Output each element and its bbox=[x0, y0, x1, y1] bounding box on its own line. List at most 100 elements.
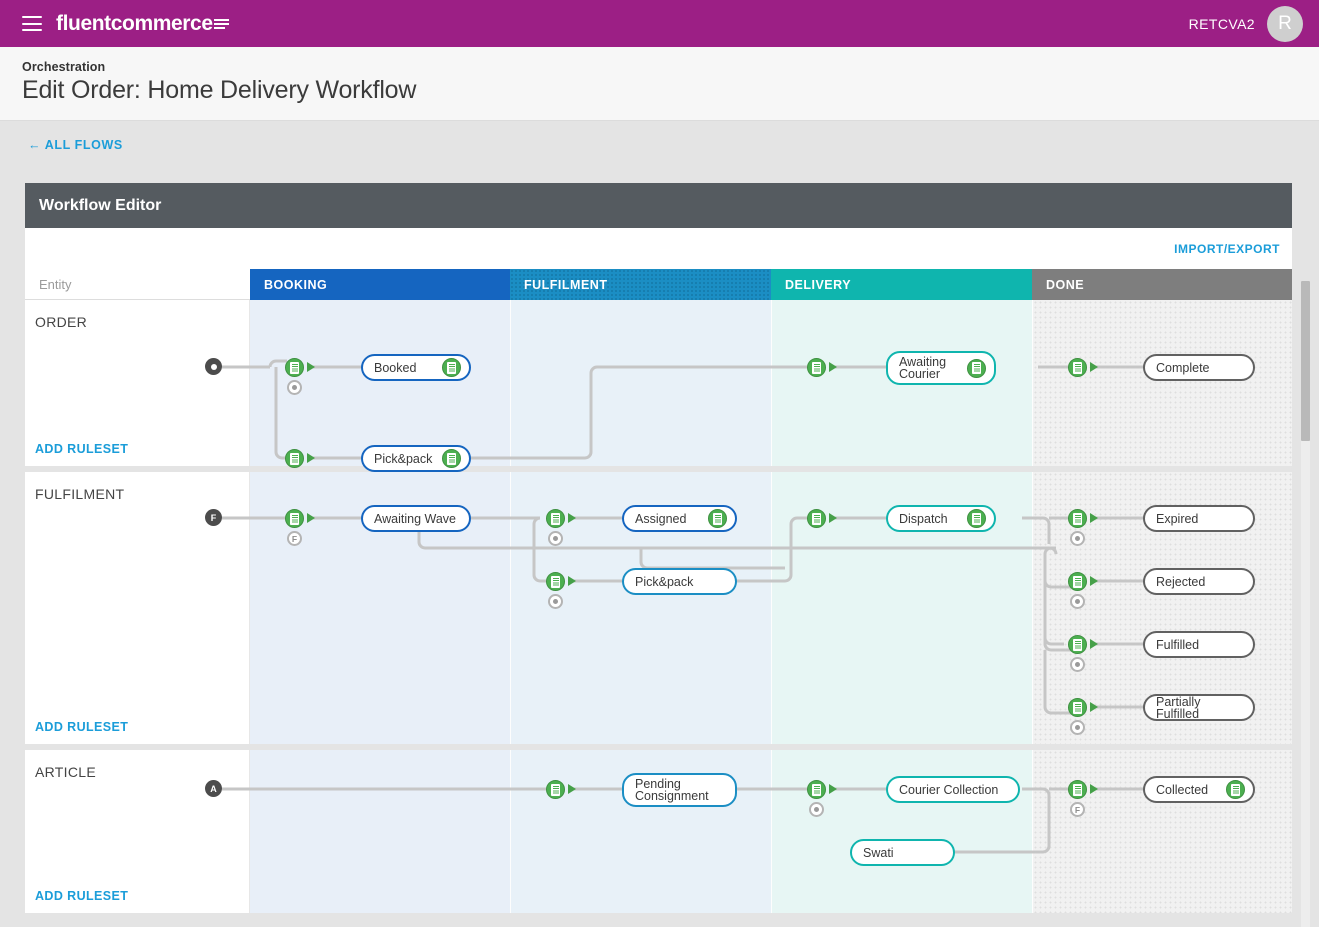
column-header-done[interactable]: DONE bbox=[1032, 269, 1292, 300]
node-label: Pick&pack bbox=[635, 574, 694, 589]
workflow-node-dispatch[interactable]: Dispatch bbox=[886, 505, 996, 532]
arrow-icon-order-4 bbox=[1090, 362, 1098, 372]
page-title: Edit Order: Home Delivery Workflow bbox=[22, 76, 417, 104]
add-ruleset-button-fulfilment[interactable]: ADD RULESET bbox=[35, 720, 129, 734]
row-label-cell-article: ARTICLE ADD RULESET A bbox=[25, 750, 250, 913]
lane-article-delivery bbox=[771, 750, 1032, 913]
vertical-scrollbar-thumb[interactable] bbox=[1301, 281, 1310, 441]
sub-toolbar: ← ALL FLOWS bbox=[0, 121, 1319, 183]
node-ruleset-icon[interactable] bbox=[708, 509, 727, 528]
ruleset-icon-fulfilment-booking[interactable] bbox=[285, 509, 304, 528]
wire-badge-article-2[interactable]: F bbox=[1070, 802, 1085, 817]
wire-badge-fulfilment-5[interactable] bbox=[1070, 594, 1085, 609]
brand-mark-icon bbox=[213, 18, 229, 31]
start-node-fulfilment[interactable]: F bbox=[205, 509, 222, 526]
hamburger-menu-icon[interactable] bbox=[22, 16, 42, 31]
workflow-row-article: ARTICLE ADD RULESET A bbox=[25, 750, 1292, 913]
node-label: Booked bbox=[374, 360, 417, 375]
workflow-node-pending-consignment[interactable]: Pending Consignment bbox=[622, 773, 737, 807]
column-header-booking[interactable]: BOOKING bbox=[250, 269, 510, 300]
workflow-node-collected[interactable]: Collected bbox=[1143, 776, 1255, 803]
vertical-scrollbar-track[interactable] bbox=[1301, 281, 1310, 927]
arrow-icon-order-3 bbox=[829, 362, 837, 372]
workflow-editor-panel: Workflow Editor IMPORT/EXPORT Entity BOO… bbox=[25, 183, 1292, 913]
arrow-icon-f-5 bbox=[1090, 513, 1098, 523]
workflow-node-expired[interactable]: Expired bbox=[1143, 505, 1255, 532]
start-node-article[interactable]: A bbox=[205, 780, 222, 797]
wire-badge-order-1[interactable] bbox=[287, 380, 302, 395]
workflow-row-fulfilment: FULFILMENT ADD RULESET F bbox=[25, 472, 1292, 750]
row-label-cell-fulfilment: FULFILMENT ADD RULESET F bbox=[25, 472, 250, 744]
workflow-node-swati[interactable]: Swati bbox=[850, 839, 955, 866]
ruleset-icon-order-booking-2[interactable] bbox=[285, 449, 304, 468]
ruleset-icon-fulfilment-expired[interactable] bbox=[1068, 509, 1087, 528]
workflow-node-complete[interactable]: Complete bbox=[1143, 354, 1255, 381]
workflow-node-fulfilled[interactable]: Fulfilled bbox=[1143, 631, 1255, 658]
ruleset-icon-article-delivery[interactable] bbox=[807, 780, 826, 799]
workflow-node-awaiting-wave[interactable]: Awaiting Wave bbox=[361, 505, 471, 532]
arrow-icon-f-6 bbox=[1090, 576, 1098, 586]
ruleset-icon-order-delivery[interactable] bbox=[807, 358, 826, 377]
lane-article-booking bbox=[250, 750, 510, 913]
node-label: Complete bbox=[1156, 360, 1210, 375]
wire-badge-fulfilment-6[interactable] bbox=[1070, 657, 1085, 672]
workflow-node-rejected[interactable]: Rejected bbox=[1143, 568, 1255, 595]
node-label: Courier Collection bbox=[899, 782, 999, 797]
column-header-fulfilment[interactable]: FULFILMENT bbox=[510, 269, 771, 300]
wire-badge-fulfilment-3[interactable] bbox=[548, 594, 563, 609]
ruleset-icon-article-fulfilment[interactable] bbox=[546, 780, 565, 799]
workflow-node-pickpack-fulfilment[interactable]: Pick&pack bbox=[622, 568, 737, 595]
workflow-node-awaiting-courier[interactable]: Awaiting Courier bbox=[886, 351, 996, 385]
ruleset-icon-fulfilment-rejected[interactable] bbox=[1068, 572, 1087, 591]
ruleset-icon-fulfilment-fulfilled[interactable] bbox=[1068, 635, 1087, 654]
arrow-icon-a-1 bbox=[568, 784, 576, 794]
all-flows-back-link[interactable]: ← ALL FLOWS bbox=[28, 138, 123, 152]
ruleset-icon-fulfilment-pickpack[interactable] bbox=[546, 572, 565, 591]
node-label: Partially Fulfilled bbox=[1156, 694, 1201, 721]
node-ruleset-icon[interactable] bbox=[967, 358, 986, 378]
arrow-icon-f-3 bbox=[568, 576, 576, 586]
wire-badge-fulfilment-2[interactable] bbox=[548, 531, 563, 546]
node-label: Dispatch bbox=[899, 511, 948, 526]
wire-badge-fulfilment-7[interactable] bbox=[1070, 720, 1085, 735]
node-ruleset-icon[interactable] bbox=[442, 449, 461, 468]
node-ruleset-icon[interactable] bbox=[1226, 780, 1245, 799]
lane-article-done bbox=[1032, 750, 1292, 913]
add-ruleset-button-order[interactable]: ADD RULESET bbox=[35, 442, 129, 456]
lane-order-fulfilment bbox=[510, 300, 771, 466]
workflow-node-partially-fulfilled[interactable]: Partially Fulfilled bbox=[1143, 694, 1255, 721]
import-export-button[interactable]: IMPORT/EXPORT bbox=[1174, 241, 1280, 256]
arrow-icon-f-4 bbox=[829, 513, 837, 523]
brand-logo[interactable]: fluentcommerce bbox=[56, 12, 229, 36]
node-label: Pending Consignment bbox=[635, 776, 709, 803]
workflow-node-assigned[interactable]: Assigned bbox=[622, 505, 737, 532]
user-name-label: RETCVA2 bbox=[1188, 15, 1255, 32]
ruleset-icon-fulfilment-assigned[interactable] bbox=[546, 509, 565, 528]
row-label-article: ARTICLE bbox=[35, 764, 96, 780]
node-ruleset-icon[interactable] bbox=[967, 509, 986, 528]
top-navigation-bar: fluentcommerce RETCVA2 R bbox=[0, 0, 1319, 47]
ruleset-icon-article-done[interactable] bbox=[1068, 780, 1087, 799]
ruleset-icon-order-booking-1[interactable] bbox=[285, 358, 304, 377]
node-label: Fulfilled bbox=[1156, 637, 1200, 652]
node-label: Collected bbox=[1156, 782, 1209, 797]
ruleset-icon-fulfilment-partially[interactable] bbox=[1068, 698, 1087, 717]
workflow-node-courier-collection[interactable]: Courier Collection bbox=[886, 776, 1020, 803]
workflow-node-pickpack-order[interactable]: Pick&pack bbox=[361, 445, 471, 472]
workflow-node-booked[interactable]: Booked bbox=[361, 354, 471, 381]
ruleset-icon-fulfilment-dispatch[interactable] bbox=[807, 509, 826, 528]
avatar[interactable]: R bbox=[1267, 5, 1303, 42]
node-label: Pick&pack bbox=[374, 451, 433, 466]
ruleset-icon-order-done[interactable] bbox=[1068, 358, 1087, 377]
add-ruleset-button-article[interactable]: ADD RULESET bbox=[35, 889, 129, 903]
wire-badge-article-1[interactable] bbox=[809, 802, 824, 817]
arrow-icon-f-8 bbox=[1090, 702, 1098, 712]
wire-badge-fulfilment-4[interactable] bbox=[1070, 531, 1085, 546]
column-header-delivery[interactable]: DELIVERY bbox=[771, 269, 1032, 300]
wire-badge-fulfilment-1[interactable]: F bbox=[287, 531, 302, 546]
panel-toolbar: IMPORT/EXPORT bbox=[25, 228, 1292, 269]
node-ruleset-icon[interactable] bbox=[442, 358, 461, 377]
node-label: Rejected bbox=[1156, 574, 1206, 589]
start-node-order[interactable] bbox=[205, 358, 222, 375]
arrow-icon-order-1 bbox=[307, 362, 315, 372]
